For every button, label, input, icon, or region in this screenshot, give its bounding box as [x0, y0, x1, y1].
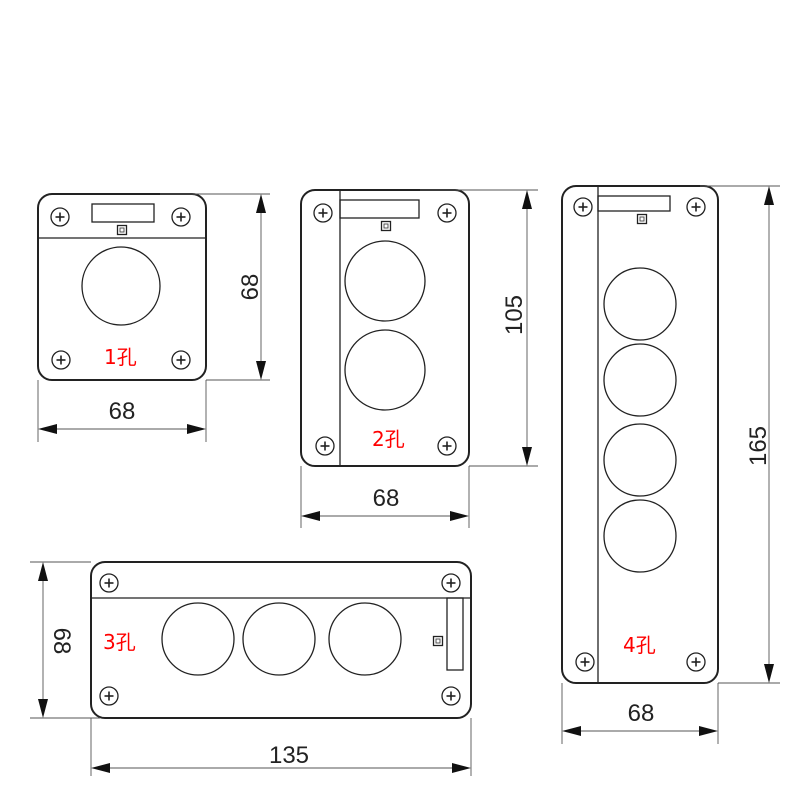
- height-dimension: 68: [237, 274, 264, 301]
- height-dimension: 105: [501, 295, 528, 335]
- box-4-hole: 4孔 165 68: [561, 185, 780, 744]
- screw-icon: [171, 207, 191, 227]
- screw-icon: [575, 652, 595, 672]
- screw-icon: [99, 573, 119, 593]
- box-label: 3孔: [103, 630, 136, 654]
- button-hole: [161, 602, 235, 676]
- indicator-led-icon: [432, 635, 444, 647]
- screw-icon: [99, 686, 119, 706]
- screw-icon: [315, 436, 335, 456]
- box-1-hole: 1孔 68 68: [37, 193, 270, 442]
- width-dimension: 135: [269, 742, 309, 769]
- screw-icon: [686, 197, 706, 217]
- screw-icon: [171, 350, 191, 370]
- screw-icon: [437, 436, 457, 456]
- width-dimension: 68: [373, 485, 400, 512]
- screw-icon: [686, 652, 706, 672]
- screw-icon: [441, 573, 461, 593]
- indicator-led-icon: [636, 213, 648, 225]
- button-hole: [344, 329, 426, 411]
- screw-icon: [437, 203, 457, 223]
- screw-icon: [313, 203, 333, 223]
- box-label: 4孔: [623, 633, 656, 657]
- indicator-led-icon: [380, 220, 392, 232]
- box-label: 1孔: [104, 345, 137, 369]
- width-dimension: 68: [109, 398, 136, 425]
- screw-icon: [51, 350, 71, 370]
- height-dimension: 68: [48, 628, 75, 655]
- button-hole: [603, 423, 677, 497]
- width-dimension: 68: [628, 700, 655, 727]
- screw-icon: [441, 686, 461, 706]
- screw-icon: [50, 207, 70, 227]
- box-label: 2孔: [372, 427, 405, 451]
- button-hole: [603, 499, 677, 573]
- button-hole: [81, 246, 161, 326]
- button-hole: [344, 240, 426, 322]
- box-2-hole: 2孔 105 68: [300, 189, 538, 528]
- button-hole: [242, 602, 316, 676]
- height-dimension: 165: [745, 426, 772, 466]
- indicator-led-icon: [116, 224, 128, 236]
- screw-icon: [573, 197, 593, 217]
- button-hole: [603, 343, 677, 417]
- box-3-hole: 3孔 68 135: [30, 561, 472, 776]
- button-hole: [328, 602, 402, 676]
- button-hole: [603, 267, 677, 341]
